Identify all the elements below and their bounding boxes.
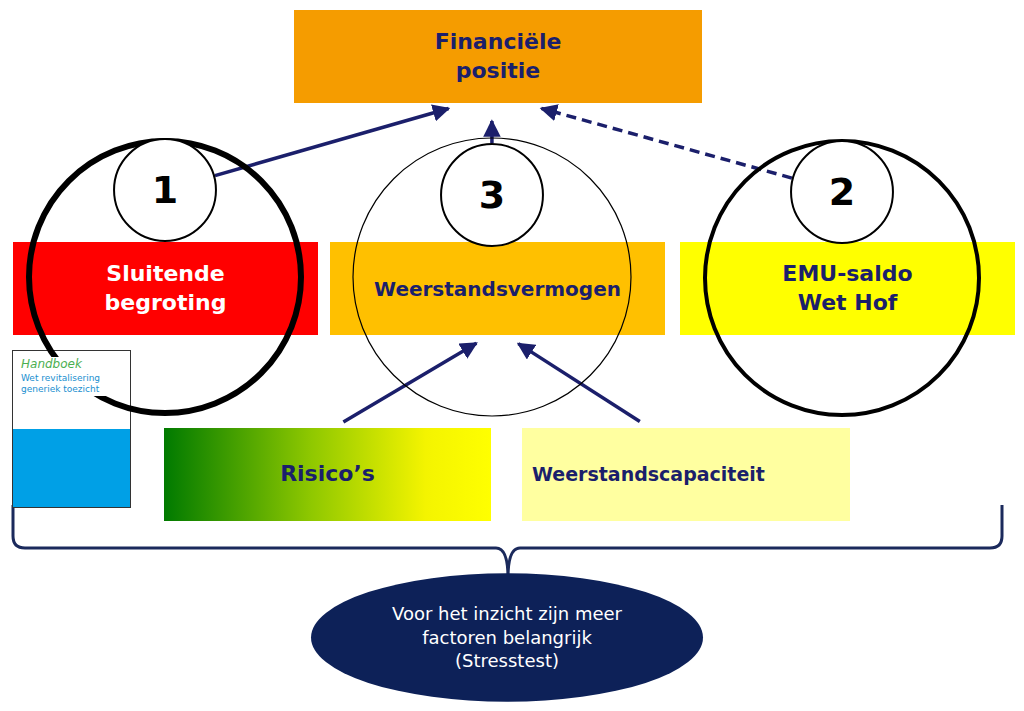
text-holder: 3	[440, 143, 544, 247]
arrow	[343, 343, 476, 422]
text-holder: EMU-saldo Wet Hof	[680, 242, 1015, 335]
box-label: Risico’s	[280, 460, 375, 489]
callout-number: 2	[829, 173, 855, 211]
text-holder: Weerstandscapaciteit	[522, 428, 850, 521]
highlight-ring	[705, 141, 979, 415]
arrow	[215, 109, 449, 176]
callout-circle: 2	[790, 140, 894, 244]
text-holder: 2	[790, 140, 894, 244]
box-label: Weerstandscapaciteit	[532, 462, 765, 487]
curly-brace	[13, 505, 1002, 578]
text-holder: Sluitende begroting	[13, 242, 318, 335]
arrow	[490, 121, 494, 143]
box-label: EMU-saldo Wet Hof	[763, 260, 933, 317]
text-holder: Risico’s	[164, 428, 491, 521]
text-holder: Financiële positie	[294, 10, 702, 103]
box-label: Financiële positie	[393, 28, 603, 85]
text-holder: Weerstandsvermogen	[330, 242, 665, 335]
callout-number: 1	[152, 171, 178, 209]
box-label: Voor het inzicht zijn meer factoren bela…	[382, 602, 632, 672]
text-holder: Voor het inzicht zijn meer factoren bela…	[307, 572, 707, 703]
criterion-box: Sluitende begroting	[13, 242, 318, 335]
text-holder: 1	[113, 138, 217, 242]
handbook-cover: HandboekWet revitalisering generiek toez…	[12, 350, 131, 508]
text-holder: HandboekWet revitalisering generiek toez…	[13, 351, 130, 507]
criterion-box: EMU-saldo Wet Hof	[680, 242, 1015, 335]
box-label: Sluitende begroting	[76, 260, 256, 317]
box-label: Handboek	[19, 357, 84, 373]
box-label: Wet revitalisering generiek toezicht	[19, 373, 123, 396]
highlight-ring	[353, 138, 631, 416]
dashed-arrow	[541, 108, 792, 178]
result-box: Financiële positie	[294, 10, 702, 103]
note-ellipse: Voor het inzicht zijn meer factoren bela…	[307, 572, 707, 703]
arrow	[518, 344, 639, 422]
box-label: Weerstandsvermogen	[372, 276, 623, 302]
criterion-box: Weerstandsvermogen	[330, 242, 665, 335]
input-box: Risico’s	[164, 428, 491, 521]
input-box: Weerstandscapaciteit	[522, 428, 850, 521]
highlight-ring	[29, 141, 301, 413]
callout-circle: 3	[440, 143, 544, 247]
callout-circle: 1	[113, 138, 217, 242]
callout-number: 3	[479, 176, 505, 214]
